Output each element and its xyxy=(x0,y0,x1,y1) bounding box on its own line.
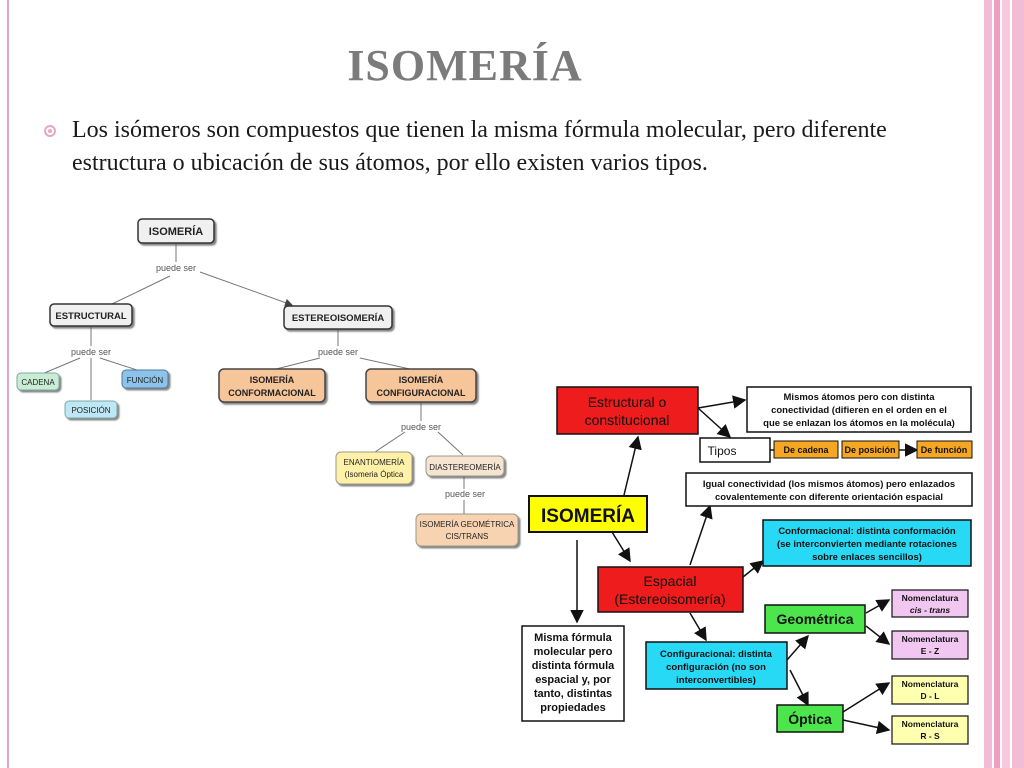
map1-geometrica-line2: CIS/TRANS xyxy=(446,532,489,541)
map2-tipo-cadena-label: De cadena xyxy=(783,445,829,455)
map2-conformacional-line1: Conformacional: distinta conformación xyxy=(778,526,956,537)
map2-espacial-line1: Espacial xyxy=(644,573,697,589)
map2-estructural-box xyxy=(556,386,699,435)
map1-enantiomeria-box xyxy=(335,451,413,485)
map1-posicion-label: POSICIÓN xyxy=(71,406,110,415)
map1-configuracional-line2: CONFIGURACIONAL xyxy=(377,388,466,398)
map2-tipo-funcion-label: De función xyxy=(921,445,968,455)
slide-title: ISOMERÍA xyxy=(347,41,583,90)
map2-igual-conectividad-line1: Igual conectividad (los mismos átomos) p… xyxy=(703,479,955,490)
map2-estructural-line1: Estructural o xyxy=(588,394,667,410)
map2-estructural-desc-line3: que se enlazan los átomos en la molécula… xyxy=(763,418,955,429)
map1-cadena-box xyxy=(16,372,60,391)
map1-estructural-box xyxy=(49,303,133,327)
map2-nom-d-l-line2: D - L xyxy=(921,691,940,701)
map2-nom-r-s-line2: R - S xyxy=(920,731,940,741)
map2-nom-d-l-box xyxy=(891,675,969,705)
map2-estructural-line2: constitucional xyxy=(585,412,670,428)
map1-funcion-box xyxy=(121,369,169,389)
map2-configuracional-line1: Configuracional: distinta xyxy=(660,649,773,660)
map2-tipo-posicion-box xyxy=(841,440,900,459)
map2-geometrica-label: Geométrica xyxy=(776,611,853,627)
map2-nom-cis-trans-line1: Nomenclatura xyxy=(902,593,959,603)
map2-configuracional-line2: configuración (no son xyxy=(666,662,766,673)
map1-link-estructural: puede ser xyxy=(71,347,111,357)
map2-isomeria-box xyxy=(528,495,648,533)
map1-conformacional-line1: ISOMERÍA xyxy=(250,375,295,385)
bullet-text: Los isómeros son compuestos que tienen l… xyxy=(72,117,887,176)
map2-espacial-line2: (Estereoisomería) xyxy=(614,591,725,607)
map2-nom-cis-trans-box xyxy=(891,589,969,618)
map1-diastereomeria-box xyxy=(425,455,505,477)
map2-misma-formula-line5: tanto, distintas xyxy=(534,688,612,700)
map2-tipos-label: Tipos xyxy=(708,444,737,458)
map1-conformacional-line2: CONFORMACIONAL xyxy=(228,388,316,398)
map2-estructural-desc-line1: Mismos átomos pero con distinta xyxy=(784,392,936,403)
map2-nom-cis-trans-line2: cis - trans xyxy=(910,605,950,615)
map2-optica-label: Óptica xyxy=(788,710,832,727)
map2-tipo-funcion-box xyxy=(916,440,973,459)
map1-funcion-label: FUNCIÓN xyxy=(127,376,164,385)
map2-nom-e-z-line2: E - Z xyxy=(921,646,939,656)
map1-estereo-label: ESTEREOISOMERÍA xyxy=(292,313,385,324)
map2-optica-box xyxy=(776,704,844,733)
map2-conformacional-line3: sobre enlaces sencillos) xyxy=(812,552,922,563)
map2-misma-formula-line6: propiedades xyxy=(540,702,605,714)
map2-igual-conectividad-box xyxy=(685,472,973,507)
map2-igual-conectividad-line2: covalentemente con diferente orientación… xyxy=(715,492,943,503)
map2-geometrica-box xyxy=(764,604,866,634)
map2-nom-e-z-box xyxy=(891,630,969,660)
map1-link-config: puede ser xyxy=(401,422,441,432)
map2-estructural-desc-box xyxy=(746,386,972,433)
map1-cadena-label: CADENA xyxy=(21,378,55,387)
map1-configuracional-line1: ISOMERÍA xyxy=(399,375,444,385)
map2-misma-formula-box xyxy=(521,625,625,722)
map1-geometrica-box xyxy=(415,513,519,547)
map2-nom-r-s-box xyxy=(891,715,969,745)
map2-conformacional-box xyxy=(762,519,972,567)
bullet-icon xyxy=(44,125,56,137)
map2-misma-formula-line1: Misma fórmula xyxy=(534,632,613,644)
map2-isomeria-label: ISOMERÍA xyxy=(541,505,635,527)
map2-tipos-box xyxy=(699,437,771,463)
map2-misma-formula-line3: distinta fórmula xyxy=(532,660,615,672)
map1-isomeria-label: ISOMERÍA xyxy=(149,225,203,238)
map1-enantiomeria-line2: (Isomeria Óptica xyxy=(345,470,404,479)
map2-nom-d-l-line1: Nomenclatura xyxy=(902,679,959,689)
right-decorative-stripes xyxy=(978,0,1024,768)
map2-tipo-cadena-box xyxy=(773,440,839,459)
map1-diastereomeria-label: DIASTEREOMERÍA xyxy=(429,463,501,472)
map1-geometrica-line1: ISOMERÍA GEOMÉTRICA xyxy=(420,520,515,529)
left-accent-bar xyxy=(7,0,9,768)
map2-configuracional-line3: interconvertibles) xyxy=(676,675,756,686)
map1-enantiomeria-line1: ENANTIOMERÍA xyxy=(344,458,406,467)
map1-conformacional-box xyxy=(218,368,326,403)
map2-nom-e-z-line1: Nomenclatura xyxy=(902,634,959,644)
map2-nom-r-s-line1: Nomenclatura xyxy=(902,719,959,729)
map2-espacial-box xyxy=(597,566,744,613)
map2-conformacional-line2: (se interconvierten mediante rotaciones xyxy=(777,539,957,550)
map1-posicion-box xyxy=(64,400,118,419)
map1-link-puede-ser: puede ser xyxy=(156,263,196,273)
map2-estructural-desc-line2: conectividad (difieren en el orden en el xyxy=(771,405,947,416)
map1-estereo-box xyxy=(283,305,393,330)
map1-link-diastereo: puede ser xyxy=(445,489,485,499)
map1-configuracional-box xyxy=(365,368,477,403)
map2-misma-formula-line4: espacial y, por xyxy=(535,674,611,686)
map2-configuracional-box xyxy=(645,641,788,690)
map2-tipo-posicion-label: De posición xyxy=(844,445,895,455)
map2-misma-formula-line2: molecular pero xyxy=(534,646,613,658)
map1-link-estereo: puede ser xyxy=(318,347,358,357)
map1-estructural-label: ESTRUCTURAL xyxy=(55,311,126,322)
map1-isomeria-box xyxy=(137,218,215,244)
